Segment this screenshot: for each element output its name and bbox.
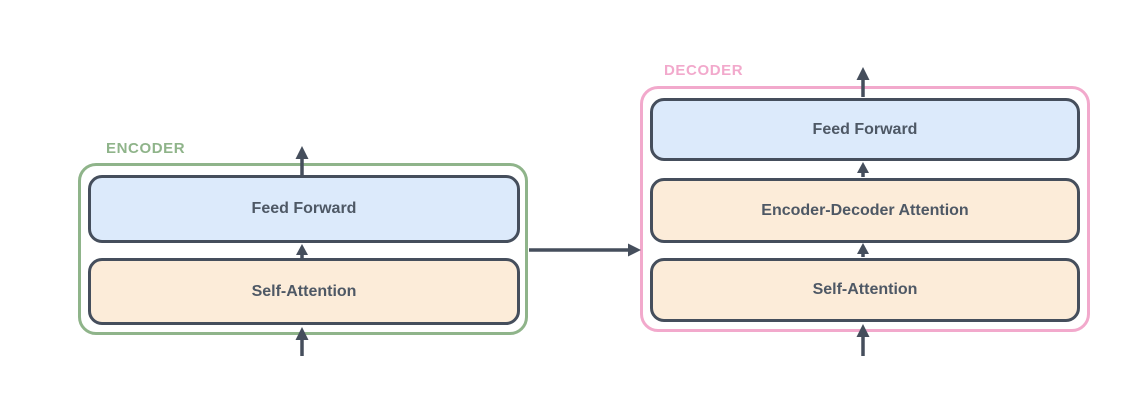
decoder-feed-forward-block: Feed Forward xyxy=(650,98,1080,161)
encoder-label: ENCODER xyxy=(106,140,186,157)
decoder-feed-forward-label: Feed Forward xyxy=(812,120,918,138)
decoder-label: DECODER xyxy=(664,62,744,79)
decoder-self-attention-block: Self-Attention xyxy=(650,258,1080,322)
decoder-encoder-decoder-attention-block: Encoder-Decoder Attention xyxy=(650,178,1080,243)
encoder-self-attention-label: Self-Attention xyxy=(251,282,357,300)
encoder-feed-forward-label: Feed Forward xyxy=(251,200,357,217)
encoder-self-attention-block: Self-Attention xyxy=(88,258,520,325)
encoder-to-decoder-arrow-icon xyxy=(529,243,641,257)
decoder-encoder-decoder-attention-label: Encoder-Decoder Attention xyxy=(761,201,969,219)
decoder-self-attention-label: Self-Attention xyxy=(812,281,918,298)
encoder-feed-forward-block: Feed Forward xyxy=(88,175,520,243)
